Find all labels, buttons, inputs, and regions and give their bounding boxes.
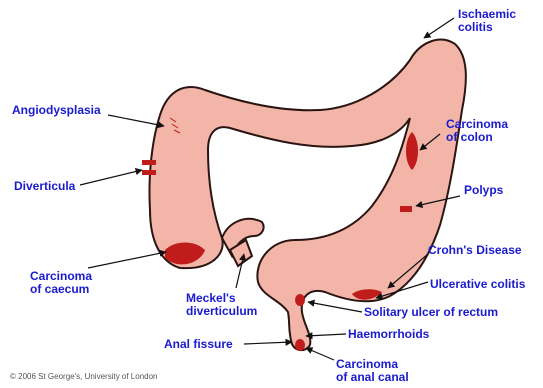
label-diverticula: Diverticula (14, 180, 75, 193)
label-angiodysplasia: Angiodysplasia (12, 104, 101, 117)
label-carcinoma-anal-canal: Carcinoma of anal canal (336, 358, 409, 384)
label-solitary-ulcer: Solitary ulcer of rectum (364, 306, 498, 319)
copyright-notice: © 2006 St George's, University of London (10, 372, 158, 381)
label-meckels-diverticulum: Meckel's diverticulum (186, 292, 257, 318)
label-carcinoma-colon: Carcinoma of colon (446, 118, 508, 144)
arrow-anal-fissure (244, 342, 292, 344)
diverticulum-1 (142, 160, 156, 165)
arrow-ischaemic (424, 18, 454, 38)
label-polyps: Polyps (464, 184, 503, 197)
arrow-diverticula (80, 170, 142, 185)
arrow-solitary-ulcer (308, 302, 362, 312)
diverticulum-2 (142, 170, 156, 175)
label-carcinoma-caecum: Carcinoma of caecum (30, 270, 92, 296)
label-ischaemic-colitis: Ischaemic colitis (458, 8, 516, 34)
label-ulcerative-colitis: Ulcerative colitis (430, 278, 525, 291)
label-crohns-disease: Crohn's Disease (428, 244, 522, 257)
label-haemorrhoids: Haemorrhoids (348, 328, 429, 341)
arrow-angiodysplasia (108, 115, 164, 126)
polyp-lesion (400, 206, 412, 212)
solitary-ulcer-lesion (295, 294, 305, 306)
arrow-anal-carcinoma (306, 348, 334, 360)
label-anal-fissure: Anal fissure (164, 338, 233, 351)
arrow-haemorrhoids (306, 334, 346, 336)
anal-carcinoma-lesion (295, 339, 305, 351)
arrow-carcinoma-caecum (88, 252, 166, 268)
